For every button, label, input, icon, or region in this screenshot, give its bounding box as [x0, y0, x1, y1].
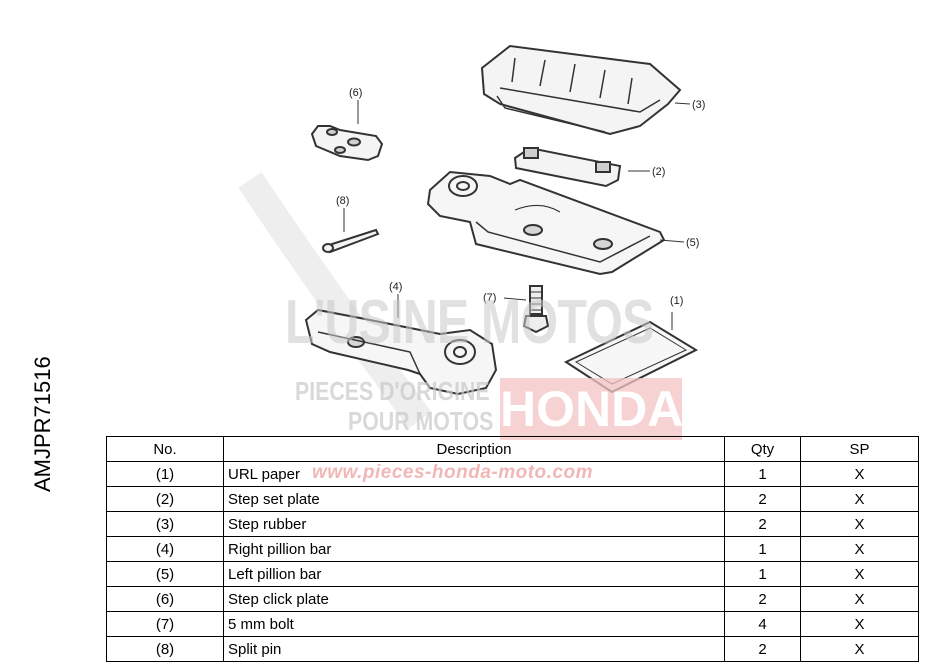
step-rubber-drawing — [480, 44, 682, 136]
cell-description: URL paper — [223, 461, 725, 487]
url-paper-drawing — [563, 320, 699, 394]
cell-sp: X — [800, 586, 919, 612]
header-qty: Qty — [724, 436, 801, 462]
step-set-plate-drawing — [513, 146, 622, 188]
table-row: (5) Left pillion bar 1 X — [106, 561, 919, 587]
cell-no: (5) — [106, 561, 224, 587]
cell-qty: 1 — [724, 461, 801, 487]
cell-no: (6) — [106, 586, 224, 612]
table-row: (6) Step click plate 2 X — [106, 586, 919, 612]
cell-no: (3) — [106, 511, 224, 537]
callout-2: (2) — [652, 166, 665, 178]
cell-qty: 2 — [724, 586, 801, 612]
cell-description: Step click plate — [223, 586, 725, 612]
cell-sp: X — [800, 636, 919, 662]
cell-sp: X — [800, 461, 919, 487]
cell-no: (4) — [106, 536, 224, 562]
document-code: AMJPR71516 — [30, 356, 55, 492]
parts-diagram: (1) (2) (3) (4) (5) (6) (7) (8) — [238, 44, 705, 429]
split-pin-drawing — [322, 228, 380, 254]
right-pillion-bar-drawing — [304, 308, 498, 396]
cell-no: (2) — [106, 486, 224, 512]
cell-sp: X — [800, 511, 919, 537]
callout-6: (6) — [349, 87, 362, 99]
cell-qty: 2 — [724, 486, 801, 512]
table-row: (3) Step rubber 2 X — [106, 511, 919, 537]
cell-sp: X — [800, 536, 919, 562]
cell-no: (8) — [106, 636, 224, 662]
header-no: No. — [106, 436, 224, 462]
cell-description: Step rubber — [223, 511, 725, 537]
table-row: (1) URL paper 1 X — [106, 461, 919, 487]
bolt-drawing — [522, 285, 550, 334]
table-row: (8) Split pin 2 X — [106, 636, 919, 662]
cell-sp: X — [800, 561, 919, 587]
table-header-row: No. Description Qty SP — [106, 436, 919, 462]
cell-description: 5 mm bolt — [223, 611, 725, 637]
cell-description: Right pillion bar — [223, 536, 725, 562]
cell-sp: X — [800, 486, 919, 512]
callout-3: (3) — [692, 99, 705, 111]
callout-7: (7) — [483, 292, 496, 304]
callout-8: (8) — [336, 195, 349, 207]
cell-qty: 1 — [724, 561, 801, 587]
header-sp: SP — [800, 436, 919, 462]
cell-qty: 2 — [724, 511, 801, 537]
cell-description: Left pillion bar — [223, 561, 725, 587]
cell-description: Split pin — [223, 636, 725, 662]
cell-sp: X — [800, 611, 919, 637]
callout-5: (5) — [686, 237, 699, 249]
callout-4: (4) — [389, 281, 402, 293]
cell-no: (1) — [106, 461, 224, 487]
step-click-plate-drawing — [310, 125, 384, 162]
cell-qty: 2 — [724, 636, 801, 662]
table-row: (2) Step set plate 2 X — [106, 486, 919, 512]
cell-description: Step set plate — [223, 486, 725, 512]
cell-no: (7) — [106, 611, 224, 637]
watermark-arc — [238, 172, 432, 429]
table-row: (7) 5 mm bolt 4 X — [106, 611, 919, 637]
cell-qty: 1 — [724, 536, 801, 562]
header-description: Description — [223, 436, 725, 462]
left-pillion-bar-drawing — [426, 170, 666, 276]
cell-qty: 4 — [724, 611, 801, 637]
parts-table: No. Description Qty SP (1) URL paper 1 X… — [106, 436, 919, 662]
table-row: (4) Right pillion bar 1 X — [106, 536, 919, 562]
callout-1: (1) — [670, 295, 683, 307]
